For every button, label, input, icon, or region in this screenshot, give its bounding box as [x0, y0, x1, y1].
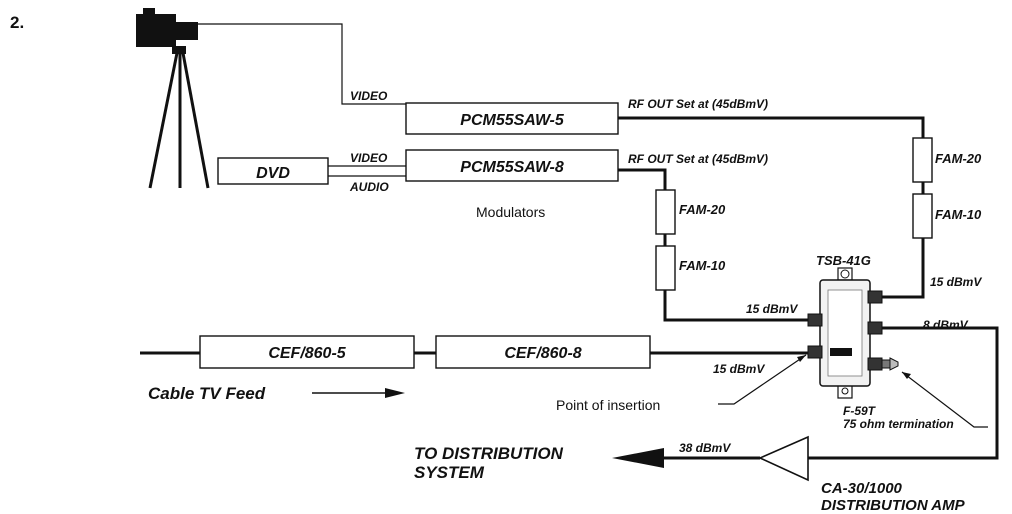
fam10-left-label: FAM-10 — [679, 258, 726, 273]
insertion-pointer — [718, 354, 807, 405]
left-branch-cable-top — [618, 168, 667, 190]
dvd-label: DVD — [256, 165, 290, 182]
dvd-box — [217, 157, 329, 185]
left-branch-cable-bottom — [663, 290, 808, 322]
rf-out-top-label: RF OUT Set at (45dBmV) — [628, 97, 768, 111]
rf-out-bottom-label: RF OUT Set at (45dBmV) — [628, 152, 768, 166]
distribution-label-2: SYSTEM — [414, 463, 485, 482]
splitter-label: TSB-41G — [816, 253, 871, 268]
amplifier-icon — [758, 435, 809, 482]
step-number: 2. — [10, 13, 24, 32]
fam20-left-label: FAM-20 — [679, 202, 726, 217]
cable-feed-label: Cable TV Feed — [148, 384, 266, 403]
cable-feed-arrow-icon — [385, 388, 405, 398]
left-branch-level: 15 dBmV — [746, 302, 798, 316]
audio-label-dvd: AUDIO — [349, 180, 389, 194]
distribution-arrow-icon — [612, 448, 664, 468]
modulator-top-label: PCM55SAW-5 — [460, 112, 565, 129]
termination-label-2: 75 ohm termination — [843, 417, 954, 431]
fam20-left-box — [655, 189, 676, 235]
camera-video-wire — [198, 23, 406, 105]
modulator-bottom-box — [405, 149, 619, 182]
fam10-left-box — [655, 245, 676, 291]
amp-label-1: CA-30/1000 — [821, 480, 903, 497]
video-label-top: VIDEO — [350, 89, 388, 103]
camera-icon — [136, 8, 210, 189]
termination-label-1: F-59T — [843, 404, 877, 418]
fam10-right-label: FAM-10 — [935, 207, 982, 222]
fam20-right-label: FAM-20 — [935, 151, 982, 166]
termination-icon — [881, 357, 899, 371]
splitter-out-cable — [785, 326, 999, 460]
right-branch-level: 15 dBmV — [930, 275, 982, 289]
cef-860-5-label: CEF/860-5 — [268, 345, 346, 362]
right-branch-cable-top — [618, 116, 925, 138]
cef-860-8-box — [435, 335, 651, 369]
distribution-label-1: TO DISTRIBUTION — [414, 444, 564, 463]
point-of-insertion-label: Point of insertion — [556, 397, 660, 413]
video-label-dvd: VIDEO — [350, 151, 388, 165]
cef-860-8-label: CEF/860-8 — [504, 345, 581, 362]
fam10-right-box — [912, 193, 933, 239]
modulators-caption: Modulators — [476, 204, 545, 220]
splitter-out-level: 8 dBmV — [923, 318, 969, 332]
termination-pointer — [901, 371, 988, 428]
insertion-pointer-head-icon — [797, 355, 806, 362]
splitter-icon — [807, 267, 883, 399]
termination-pointer-head-icon — [902, 372, 911, 379]
modulator-bottom-label: PCM55SAW-8 — [460, 159, 564, 176]
feed-level: 15 dBmV — [713, 362, 765, 376]
amp-label-2: DISTRIBUTION AMP — [821, 497, 966, 514]
fam20-right-box — [912, 137, 933, 183]
right-branch-cable-bottom — [868, 238, 925, 299]
amp-out-level: 38 dBmV — [679, 441, 731, 455]
